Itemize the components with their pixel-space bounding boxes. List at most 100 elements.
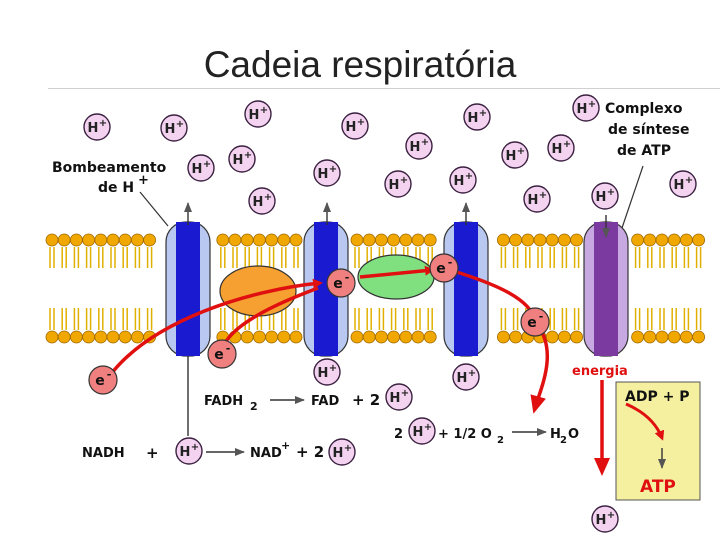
proton-label: H <box>468 111 479 126</box>
water-eq-coefficient: 2 <box>394 427 403 442</box>
proton-ion: H+ <box>83 113 111 141</box>
pumping-plus: + <box>138 173 149 188</box>
electron: e- <box>207 339 237 369</box>
proton-ion: H+ <box>244 100 272 128</box>
proton-charge: + <box>357 117 365 128</box>
lipid <box>57 233 71 344</box>
nad-superscript: + <box>281 439 290 452</box>
proton-label: H <box>318 167 329 182</box>
proton-label: H <box>180 445 191 460</box>
proton-ion: H+ <box>328 438 356 466</box>
proton-ion: H+ <box>175 437 203 465</box>
proton-charge: + <box>99 118 107 129</box>
proton-charge: + <box>244 150 252 161</box>
adp-label: ADP + P <box>625 389 689 405</box>
electron-charge: - <box>448 256 453 269</box>
lipid <box>70 233 83 344</box>
electron: e- <box>326 268 356 298</box>
proton-label: H <box>333 446 344 461</box>
proton-pump-3 <box>443 221 489 357</box>
proton-label: H <box>454 174 465 189</box>
complex-label-line1: Complexo <box>605 101 683 117</box>
equation-arrows <box>187 356 547 456</box>
proton-ion: H+ <box>669 170 697 198</box>
proton-ion: H+ <box>160 114 188 142</box>
proton-label: H <box>506 149 517 164</box>
proton-ion: H+ <box>187 154 215 182</box>
proton-ion: H+ <box>547 134 575 162</box>
nad-plus-two: + 2 <box>296 443 324 461</box>
proton-charge: + <box>329 363 337 374</box>
electron-label: e <box>333 276 343 292</box>
lipid <box>496 233 510 344</box>
lipid <box>631 233 644 344</box>
proton-charge: + <box>607 187 615 198</box>
lipid <box>106 233 120 344</box>
proton-charge: + <box>260 105 268 116</box>
proton-charge: + <box>344 443 352 454</box>
proton-charge: + <box>191 442 199 453</box>
lipid <box>118 233 132 344</box>
proton-charge: + <box>329 164 337 175</box>
fadh-text: FADH <box>204 394 243 409</box>
proton-ion: H+ <box>591 505 619 533</box>
proton-label: H <box>192 162 203 177</box>
lipid <box>509 233 522 344</box>
lipid <box>558 233 571 344</box>
lipid <box>130 233 144 344</box>
proton-ion: H+ <box>452 363 480 391</box>
lipid <box>667 233 681 344</box>
water-subscript: 2 <box>560 435 567 446</box>
proton-label: H <box>674 178 685 193</box>
electron: e- <box>520 307 550 337</box>
fad-plus-two: + 2 <box>352 391 380 409</box>
electron-charge: - <box>107 368 112 381</box>
electron-label: e <box>527 315 537 331</box>
proton-charge: + <box>176 119 184 130</box>
orange-carrier <box>219 265 297 317</box>
proton-charge: + <box>479 108 487 119</box>
atp-synthase-complex <box>583 221 629 357</box>
proton-charge: + <box>465 171 473 182</box>
electron-charge: - <box>226 342 231 355</box>
proton-ion: H+ <box>501 141 529 169</box>
proton-pump-1 <box>165 221 211 357</box>
proton-label: H <box>457 371 468 386</box>
atp-label: ATP <box>640 477 676 497</box>
proton-charge: + <box>401 388 409 399</box>
proton-ion: H+ <box>385 383 413 411</box>
lipid <box>94 233 108 344</box>
lipid <box>570 233 583 344</box>
proton-label: H <box>253 195 264 210</box>
complex-label-line3: de ATP <box>617 143 671 159</box>
proton-label: H <box>596 513 607 528</box>
proton-label: H <box>413 425 424 440</box>
pumping-label: Bombeamento <box>52 160 167 176</box>
energia-label: energia <box>572 364 628 379</box>
lipid <box>143 233 157 344</box>
lipid <box>289 233 303 344</box>
proton-label: H <box>249 108 260 123</box>
proton-label: H <box>318 366 329 381</box>
proton-charge: + <box>421 137 429 148</box>
lipid <box>680 233 693 344</box>
proton-ion: H+ <box>228 145 256 173</box>
proton-ion: H+ <box>384 170 412 198</box>
electron: e- <box>88 365 118 395</box>
proton-charge: + <box>203 159 211 170</box>
electrons: e-e-e-e-e- <box>88 253 550 395</box>
protons: H+H+H+H+H+H+H+H+H+H+H+H+H+H+H+H+H+H+H+H+… <box>83 94 697 533</box>
proton-label: H <box>233 153 244 168</box>
water-o: O <box>568 427 579 442</box>
o2-subscript: 2 <box>497 435 504 446</box>
proton-ion: H+ <box>591 182 619 210</box>
proton-charge: + <box>563 139 571 150</box>
lipid <box>350 233 364 344</box>
proton-label: H <box>552 142 563 157</box>
proton-label: H <box>165 122 176 137</box>
electron-label: e <box>436 261 446 277</box>
proton-label: H <box>528 193 539 208</box>
electron: e- <box>429 253 459 283</box>
proton-label: H <box>596 190 607 205</box>
